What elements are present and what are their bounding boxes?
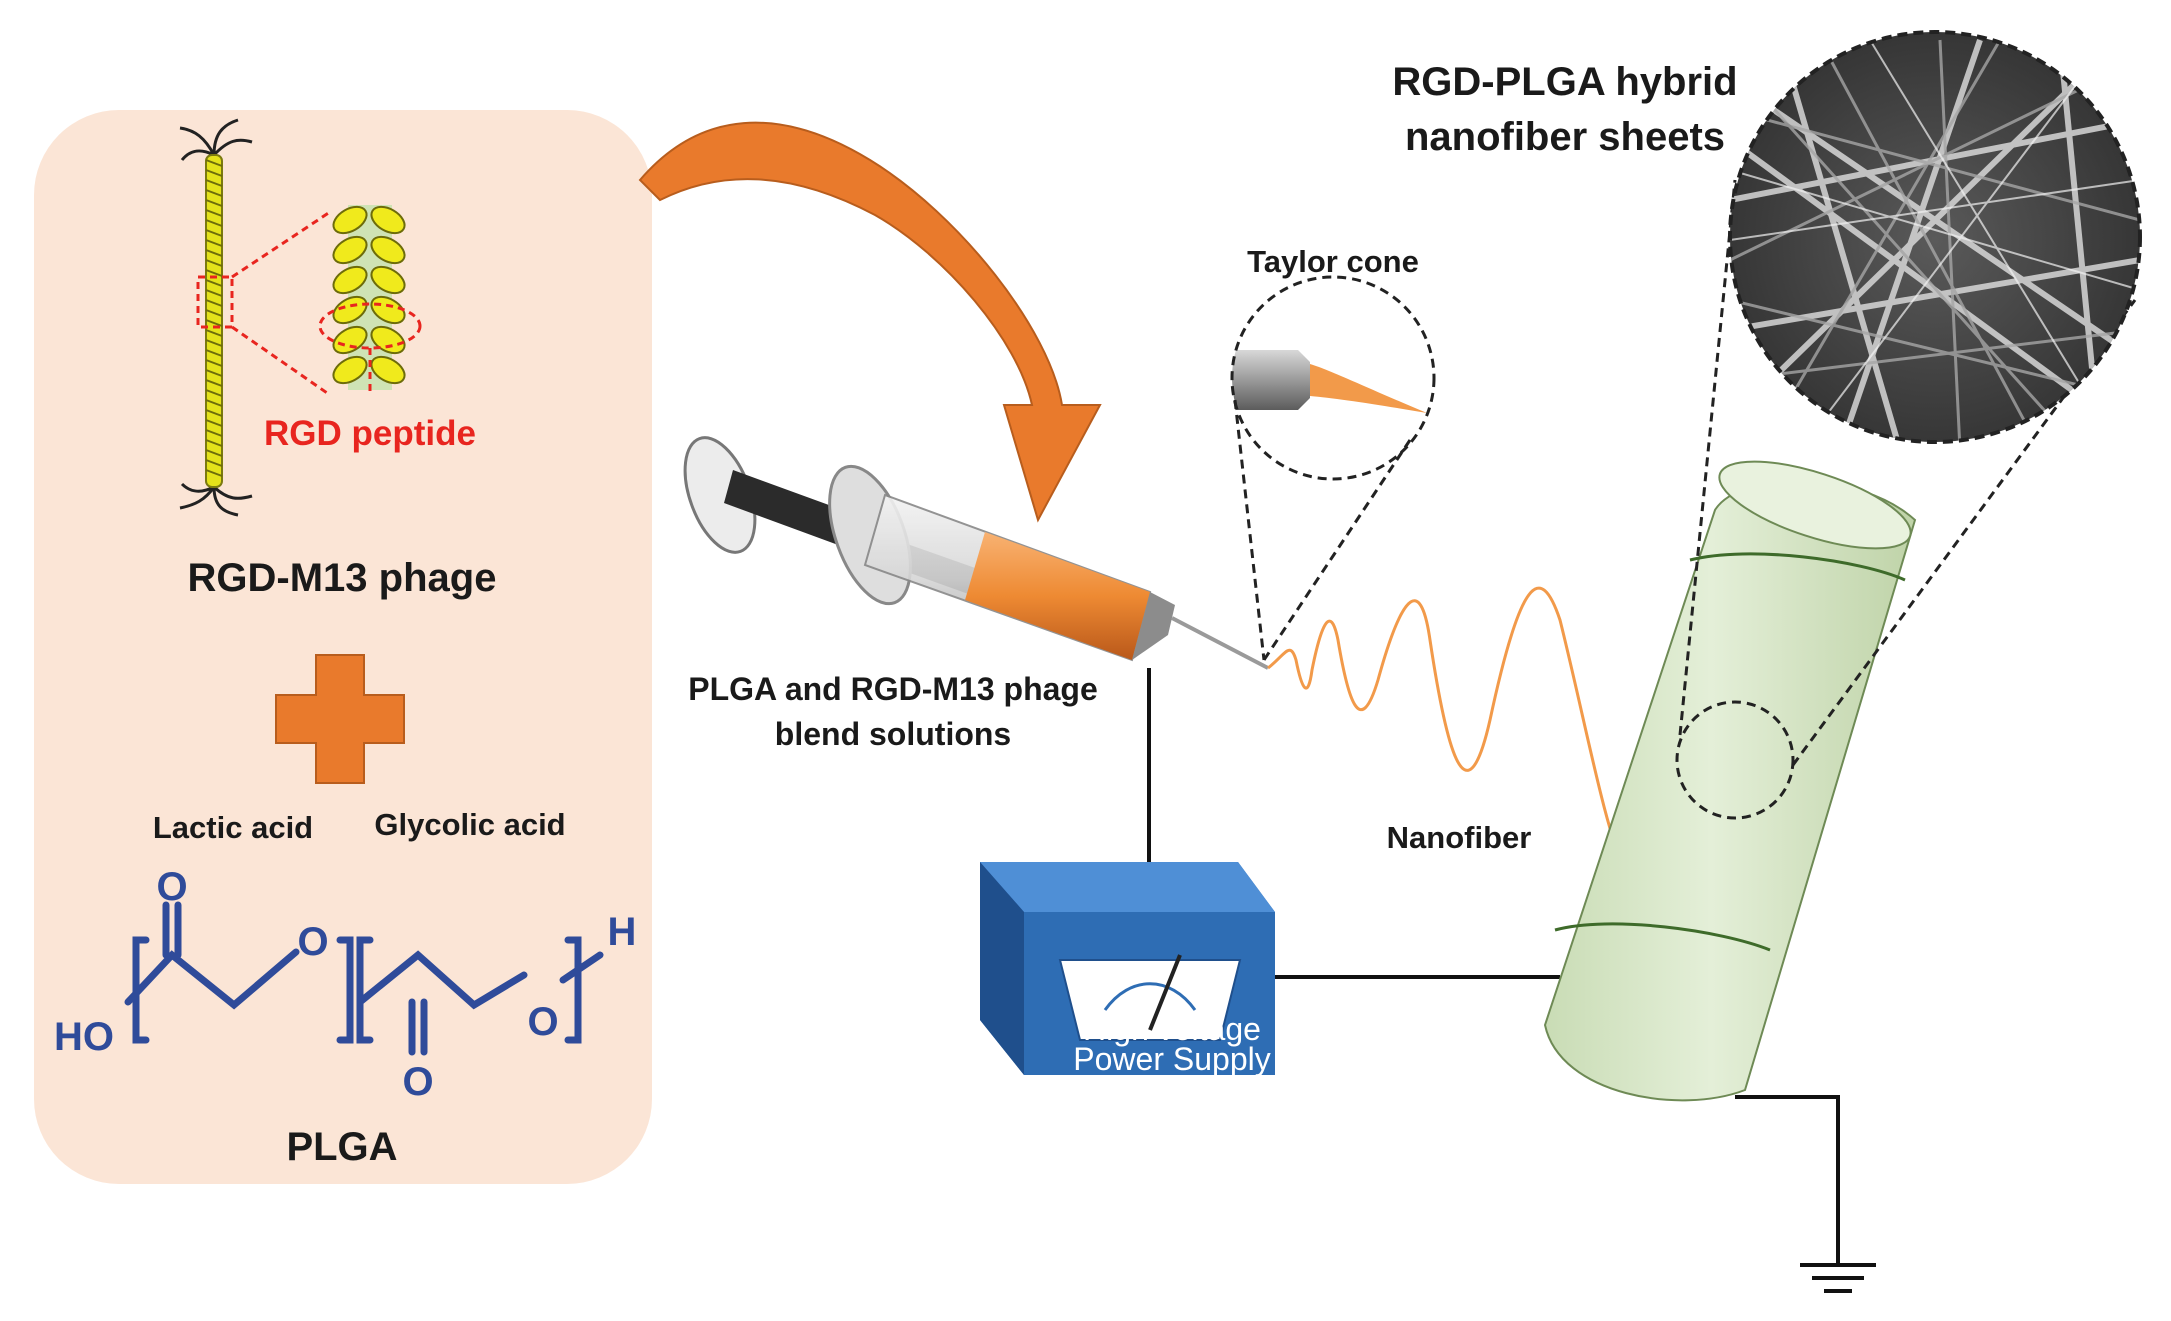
circuit-wires [1147,668,1840,1265]
plus-icon [275,654,405,784]
sheets-label-line2: nanofiber sheets [1405,115,1725,159]
rgd-peptide-label: RGD peptide [264,414,476,453]
transfer-arrow [638,121,1102,523]
plga-ho: HO [54,1015,114,1059]
plga-atoms: O O O O HO H [54,865,636,1104]
plga-structure [124,901,604,1056]
power-supply-label-line2: Power Supply [1073,1041,1270,1077]
plga-o-bottom: O [402,1060,433,1104]
blend-solutions-label-line1: PLGA and RGD-M13 phage [688,671,1098,707]
plga-o-top: O [156,865,187,909]
collector-drum [1543,179,2137,1102]
plga-o-chain2: O [527,1000,558,1044]
rgd-peptide-zoom [318,205,422,395]
glycolic-acid-label: Glycolic acid [374,807,565,842]
sem-inset [1728,30,2142,444]
sheets-label-line1: RGD-PLGA hybrid [1392,60,1737,104]
syringe-icon [683,436,1269,670]
power-supply-icon [980,862,1275,1075]
ground-icon [1800,1263,1876,1293]
plga-label: PLGA [286,1125,397,1169]
lactic-acid-label: Lactic acid [153,810,313,845]
plga-h: H [608,910,637,954]
rgd-m13-phage-label: RGD-M13 phage [188,556,497,600]
taylor-cone-label: Taylor cone [1247,244,1419,279]
panel-background [34,110,652,1184]
m13-phage-icon [179,118,331,517]
plga-o-chain1: O [297,920,328,964]
materials-panel: RGD peptide RGD-M13 phage Lactic acid Gl… [34,110,652,1184]
taylor-cone-inset [1230,275,1436,661]
blend-solutions-label-line2: blend solutions [775,716,1011,752]
nanofiber-label: Nanofiber [1387,820,1532,855]
power-supply-label-line1: High voltage [1083,1011,1261,1047]
